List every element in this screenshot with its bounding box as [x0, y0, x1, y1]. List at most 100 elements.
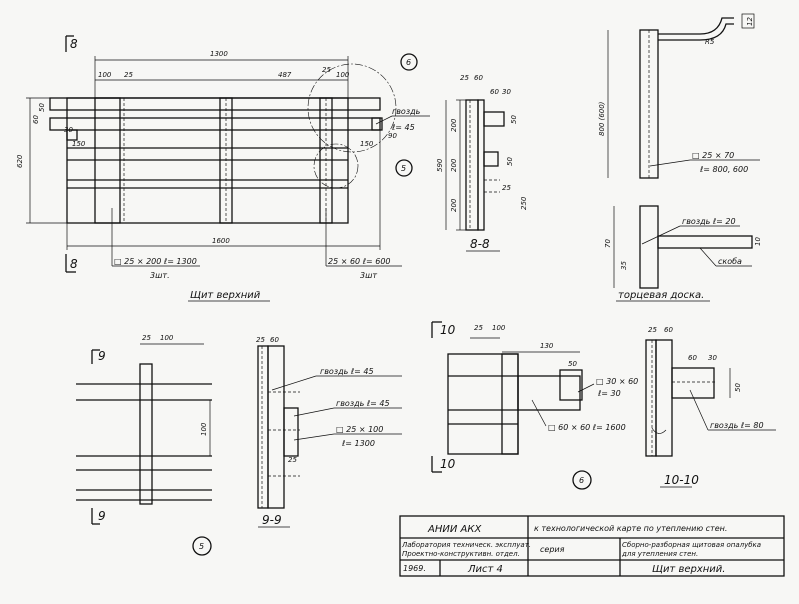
tb-lab: Лаборатория техническ. эксплуат.: [401, 541, 531, 549]
view9-dim-25: 25: [142, 334, 151, 342]
s8-dim-60: 60: [474, 74, 483, 82]
dim-50: 50: [38, 103, 46, 112]
dim-25-right: 25: [322, 66, 331, 74]
s9-callout-nail1: гвоздь ℓ= 45: [320, 367, 374, 376]
view9-dim-100v: 100: [200, 422, 208, 436]
dim-30: 30: [64, 126, 73, 134]
section-8-8-label: 8-8: [470, 237, 490, 251]
view-9-mark-top: 9: [98, 349, 106, 363]
detail-circle-5: 5: [401, 164, 406, 173]
view10-dim-25: 25: [474, 324, 483, 332]
dim-100-left: 100: [98, 71, 112, 79]
title-block: АНИИ АКХ к технологической карте по утеп…: [399, 515, 785, 577]
s8-dim-250: 250: [520, 196, 528, 210]
callout-nail-len: ℓ= 45: [391, 123, 415, 132]
top-view: 8 8 1300 100 25 487 25 100: [16, 35, 430, 302]
dim-25-left: 25: [124, 71, 133, 79]
tb-sheet: Лист 4: [467, 564, 503, 575]
section-10-10-label: 10-10: [664, 473, 699, 487]
s8-dim-25: 25: [460, 74, 469, 82]
dim-620: 620: [16, 154, 24, 168]
view-9: 9 9 25 100 100: [76, 334, 212, 525]
s10-dim-25: 25: [648, 326, 657, 334]
end-board: R5 12 800 (600) □ 25 × 70 ℓ= 800, 600 гв…: [598, 13, 762, 302]
section-10-10: 25 60 60 30 50 гвоздь ℓ= 80 10-10: [645, 326, 776, 488]
s9-callout-nail2: гвоздь ℓ= 45: [336, 399, 390, 408]
dim-12: 12: [746, 17, 754, 26]
s8-dim-30: 30: [502, 88, 511, 96]
callout-sprout: скоба: [718, 257, 742, 266]
view9-dim-100: 100: [160, 334, 174, 342]
dim-800-600: 800 (600): [598, 101, 606, 136]
section-mark-top: 8: [70, 37, 78, 51]
dim-r5: R5: [705, 38, 715, 46]
s8-dim-50b: 50: [506, 157, 514, 166]
caption-top-view: Щит верхний: [190, 290, 261, 301]
s9-callout-board: □ 25 × 100: [336, 425, 383, 434]
callout-end-nail: гвоздь ℓ= 20: [682, 217, 736, 226]
callout-board-bottom: 25 × 60 ℓ= 600: [328, 257, 391, 266]
dim-487: 487: [278, 71, 292, 79]
dim-10: 10: [754, 237, 762, 246]
s9-dim-25b: 25: [288, 456, 297, 464]
section-mark-bottom: 8: [70, 257, 78, 271]
view-10-mark-bottom: 10: [440, 457, 456, 471]
s9-dim-60: 60: [270, 336, 279, 344]
tb-lab2: Проектно-конструктивн. отдел.: [402, 550, 520, 558]
tb-name: Щит верхний.: [652, 564, 725, 575]
callout-end-board: □ 25 × 70: [692, 151, 734, 160]
tb-series: серия: [540, 545, 565, 554]
dim-60: 60: [32, 115, 40, 124]
view10-callout-big: □ 60 × 60 ℓ= 1600: [548, 423, 626, 432]
callout-end-board-len: ℓ= 800, 600: [699, 165, 748, 174]
s10-callout-nail: гвоздь ℓ= 80: [710, 421, 764, 430]
tb-desc2: для утепления стен.: [621, 550, 698, 558]
s10-dim-30: 30: [708, 354, 717, 362]
tb-desc: Сборно-разборная щитовая опалубка: [622, 541, 761, 549]
callout-board-bottom-qty: 3шт: [360, 271, 377, 280]
s8-dim-60b: 60: [490, 88, 499, 96]
s8-dim-50: 50: [510, 115, 518, 124]
caption-end-board: торцевая доска.: [618, 290, 704, 301]
s9-dim-25: 25: [256, 336, 265, 344]
s8-dim-200c: 200: [450, 198, 458, 212]
section-8-8: 25 60 60 30 50 200 200 200 590 50 25 250…: [388, 74, 528, 252]
s10-dim-60b: 60: [688, 354, 697, 362]
dim-150-left: 150: [72, 140, 86, 148]
dim-1300: 1300: [210, 50, 228, 58]
view10-dim-50: 50: [568, 360, 577, 368]
s8-dim-590: 590: [436, 158, 444, 172]
dim-35: 35: [620, 261, 628, 270]
view10-dim-100: 100: [492, 324, 506, 332]
s10-dim-60: 60: [664, 326, 673, 334]
callout-board-top-qty: 3шт.: [150, 271, 170, 280]
s8-dim-200a: 200: [450, 118, 458, 132]
s9-callout-board-len: ℓ= 1300: [341, 439, 375, 448]
s8-dim-200b: 200: [450, 158, 458, 172]
view-9-mark-bottom: 9: [98, 509, 106, 523]
view-10: 10 10 25 100 130 50 □ 30 × 60 ℓ= 30 □ 60…: [431, 321, 638, 490]
dim-100-right: 100: [336, 71, 350, 79]
dim-150-right: 150: [360, 140, 374, 148]
detail-circle-6-bottom: 6: [579, 476, 584, 485]
section-9-9: 25 60 25 гвоздь ℓ= 45 гвоздь ℓ= 45 □ 25 …: [192, 336, 402, 556]
callout-board-top: □ 25 × 200 ℓ= 1300: [114, 257, 197, 266]
section-9-9-label: 9-9: [262, 513, 282, 527]
dim-70: 70: [604, 239, 612, 248]
s8-dim-90: 90: [388, 132, 397, 140]
callout-nail: гвоздь: [392, 107, 421, 116]
view-10-mark-top: 10: [440, 323, 456, 337]
s10-dim-50: 50: [734, 383, 742, 392]
tb-year: 1969.: [403, 564, 426, 573]
view10-dim-130: 130: [540, 342, 554, 350]
dim-1600: 1600: [212, 237, 230, 245]
tb-org: АНИИ АКХ: [427, 524, 482, 535]
detail-circle-5-bottom: 5: [199, 542, 204, 551]
detail-circle-6: 6: [406, 58, 411, 67]
s8-dim-25b: 25: [502, 184, 511, 192]
view10-callout-small-len: ℓ= 30: [597, 389, 621, 398]
view10-callout-small: □ 30 × 60: [596, 377, 638, 386]
tb-title: к технологической карте по утеплению сте…: [534, 524, 727, 533]
